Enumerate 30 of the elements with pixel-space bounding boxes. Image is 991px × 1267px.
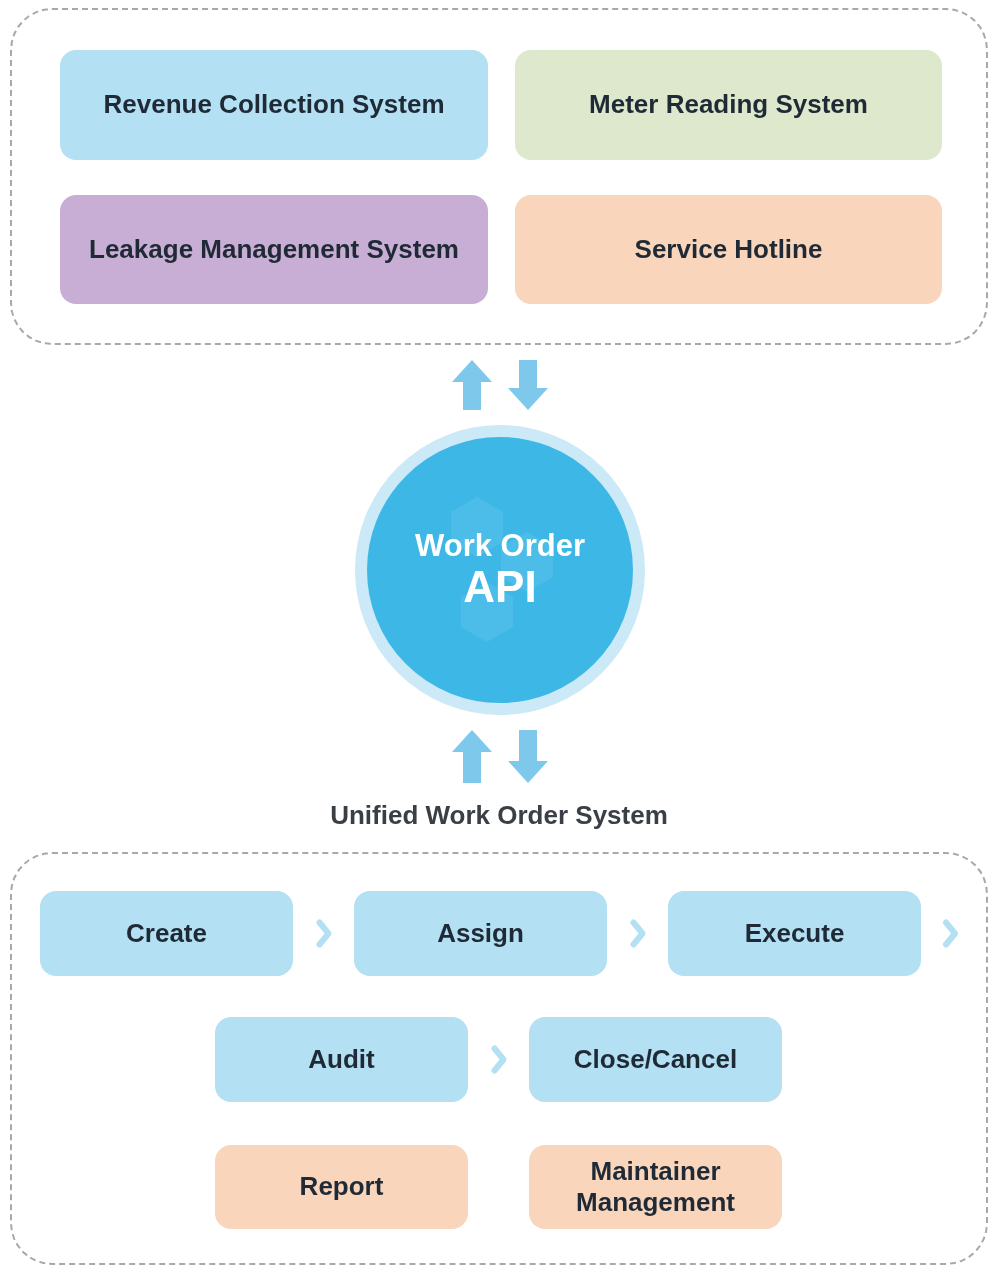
group-heading: Unified Work Order System — [329, 800, 669, 831]
process-box — [529, 1145, 782, 1229]
circle-title: Work Order — [415, 528, 585, 563]
process-box — [215, 1017, 468, 1102]
block-arrow — [452, 360, 492, 410]
box-label: Revenue Collection System — [103, 89, 445, 121]
box-label: Report — [299, 1171, 384, 1203]
box-label: Meter Reading System — [589, 89, 868, 121]
block-arrow — [452, 730, 492, 783]
dashed-group-frame — [10, 8, 988, 345]
box-label: Create — [126, 917, 207, 950]
box-label: Assign — [437, 917, 524, 950]
process-box — [215, 1145, 468, 1229]
box-label: Service Hotline — [634, 233, 823, 266]
process-box — [515, 50, 942, 160]
process-box — [515, 195, 942, 304]
process-box — [668, 891, 921, 976]
circle-label: API — [463, 562, 537, 612]
box-label: Audit — [308, 1043, 375, 1076]
box-label: Execute — [744, 917, 845, 950]
block-arrow — [508, 730, 548, 783]
process-box — [60, 195, 488, 304]
block-arrow — [508, 360, 548, 410]
process-box — [529, 1017, 782, 1102]
box-label: Maintainer Management — [575, 1155, 736, 1219]
process-box — [354, 891, 607, 976]
process-box — [60, 50, 488, 160]
process-box — [40, 891, 293, 976]
box-label: Close/Cancel — [573, 1043, 738, 1076]
box-label: Leakage Management System — [89, 233, 459, 266]
